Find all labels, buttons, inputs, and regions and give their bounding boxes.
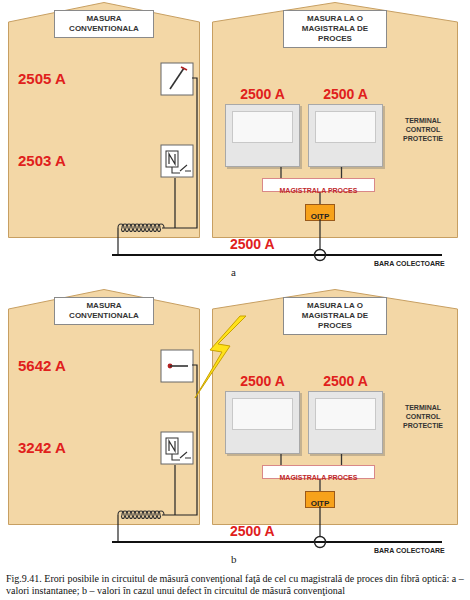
current-value: 5642 A: [18, 349, 66, 383]
house-shape: [213, 3, 458, 238]
terminal-device: [225, 391, 300, 454]
section-title: MASURA CONVENTIONALA: [54, 297, 154, 325]
panel-a-circuit: [112, 78, 442, 261]
bus-link: [280, 454, 281, 465]
current-value: 2500 A: [302, 373, 389, 389]
relay-symbol: [160, 144, 194, 178]
current-value: 2500 A: [219, 373, 306, 389]
oitp-box: OITP: [305, 491, 335, 508]
section-title: MASURA LA O MAGISTRALA DE PROCES: [283, 297, 387, 335]
busbar-current: 2500 A: [230, 236, 300, 252]
lightning-fault: [195, 316, 246, 398]
house-shape: [213, 290, 458, 525]
current-value: 2503 A: [18, 144, 66, 178]
current-value: 3242 A: [18, 431, 66, 465]
terminal-panel: 2500 A: [308, 86, 383, 167]
bus-link: [341, 454, 342, 465]
switch-symbol: [160, 62, 194, 96]
meter-device: 2503 A: [14, 144, 194, 178]
busbar-label: BARA COLECTOARE: [374, 259, 458, 268]
terminal-screen: [315, 398, 376, 430]
bus-link: [319, 479, 320, 491]
meter-device: 2505 A: [14, 62, 194, 96]
section-title: MASURA LA O MAGISTRALA DE PROCES: [283, 10, 387, 48]
process-bus-box: MAGISTRALA PROCES: [262, 465, 375, 479]
oitp-label: OITP: [311, 209, 330, 224]
switch-symbol: [160, 349, 194, 383]
oitp-box: OITP: [305, 204, 335, 221]
meter-device: 5642 A: [14, 349, 194, 383]
busbar-label: BARA COLECTOARE: [374, 546, 458, 555]
terminal-screen: [232, 398, 293, 430]
terminal-screen: [232, 111, 293, 143]
terminal-device: [308, 391, 383, 454]
figure-caption: Fig.9.41. Erori posibile in circuitul de…: [6, 573, 464, 597]
bus-link: [280, 167, 281, 178]
terminal-device: [225, 104, 300, 167]
bus-link: [319, 192, 320, 204]
current-value: 2500 A: [219, 86, 306, 102]
house-shape: [9, 3, 200, 238]
section-title: MASURA CONVENTIONALA: [54, 10, 154, 38]
terminal-panel: 2500 A: [225, 86, 300, 167]
house-shape: [9, 290, 200, 525]
substation-house: MASURA CONVENTIONALA 5642 A 3242 A: [8, 289, 200, 525]
terminal-screen: [315, 111, 376, 143]
substation-house: MASURA CONVENTIONALA 2505 A 2503 A: [8, 2, 200, 238]
process-bus-box: MAGISTRALA PROCES: [262, 178, 375, 192]
relay-symbol: [160, 431, 194, 465]
terminal-panel: 2500 A: [225, 373, 300, 454]
terminal-panel: 2500 A: [308, 373, 383, 454]
terminal-device: [308, 104, 383, 167]
process-bus-label: MAGISTRALA PROCES: [280, 185, 358, 197]
terminal-label: TERMINAL CONTROL PROTECTIE: [390, 116, 456, 143]
terminal-label: TERMINAL CONTROL PROTECTIE: [390, 403, 456, 430]
panel-b-circuit: [112, 365, 442, 548]
current-value: 2505 A: [18, 62, 66, 96]
process-bus-label: MAGISTRALA PROCES: [280, 472, 358, 484]
panel-letter: b: [231, 553, 245, 566]
busbar-current: 2500 A: [230, 523, 300, 539]
meter-device: 3242 A: [14, 431, 194, 465]
oitp-label: OITP: [311, 496, 330, 511]
bus-link: [341, 167, 342, 178]
current-value: 2500 A: [302, 86, 389, 102]
panel-letter: a: [231, 266, 245, 279]
